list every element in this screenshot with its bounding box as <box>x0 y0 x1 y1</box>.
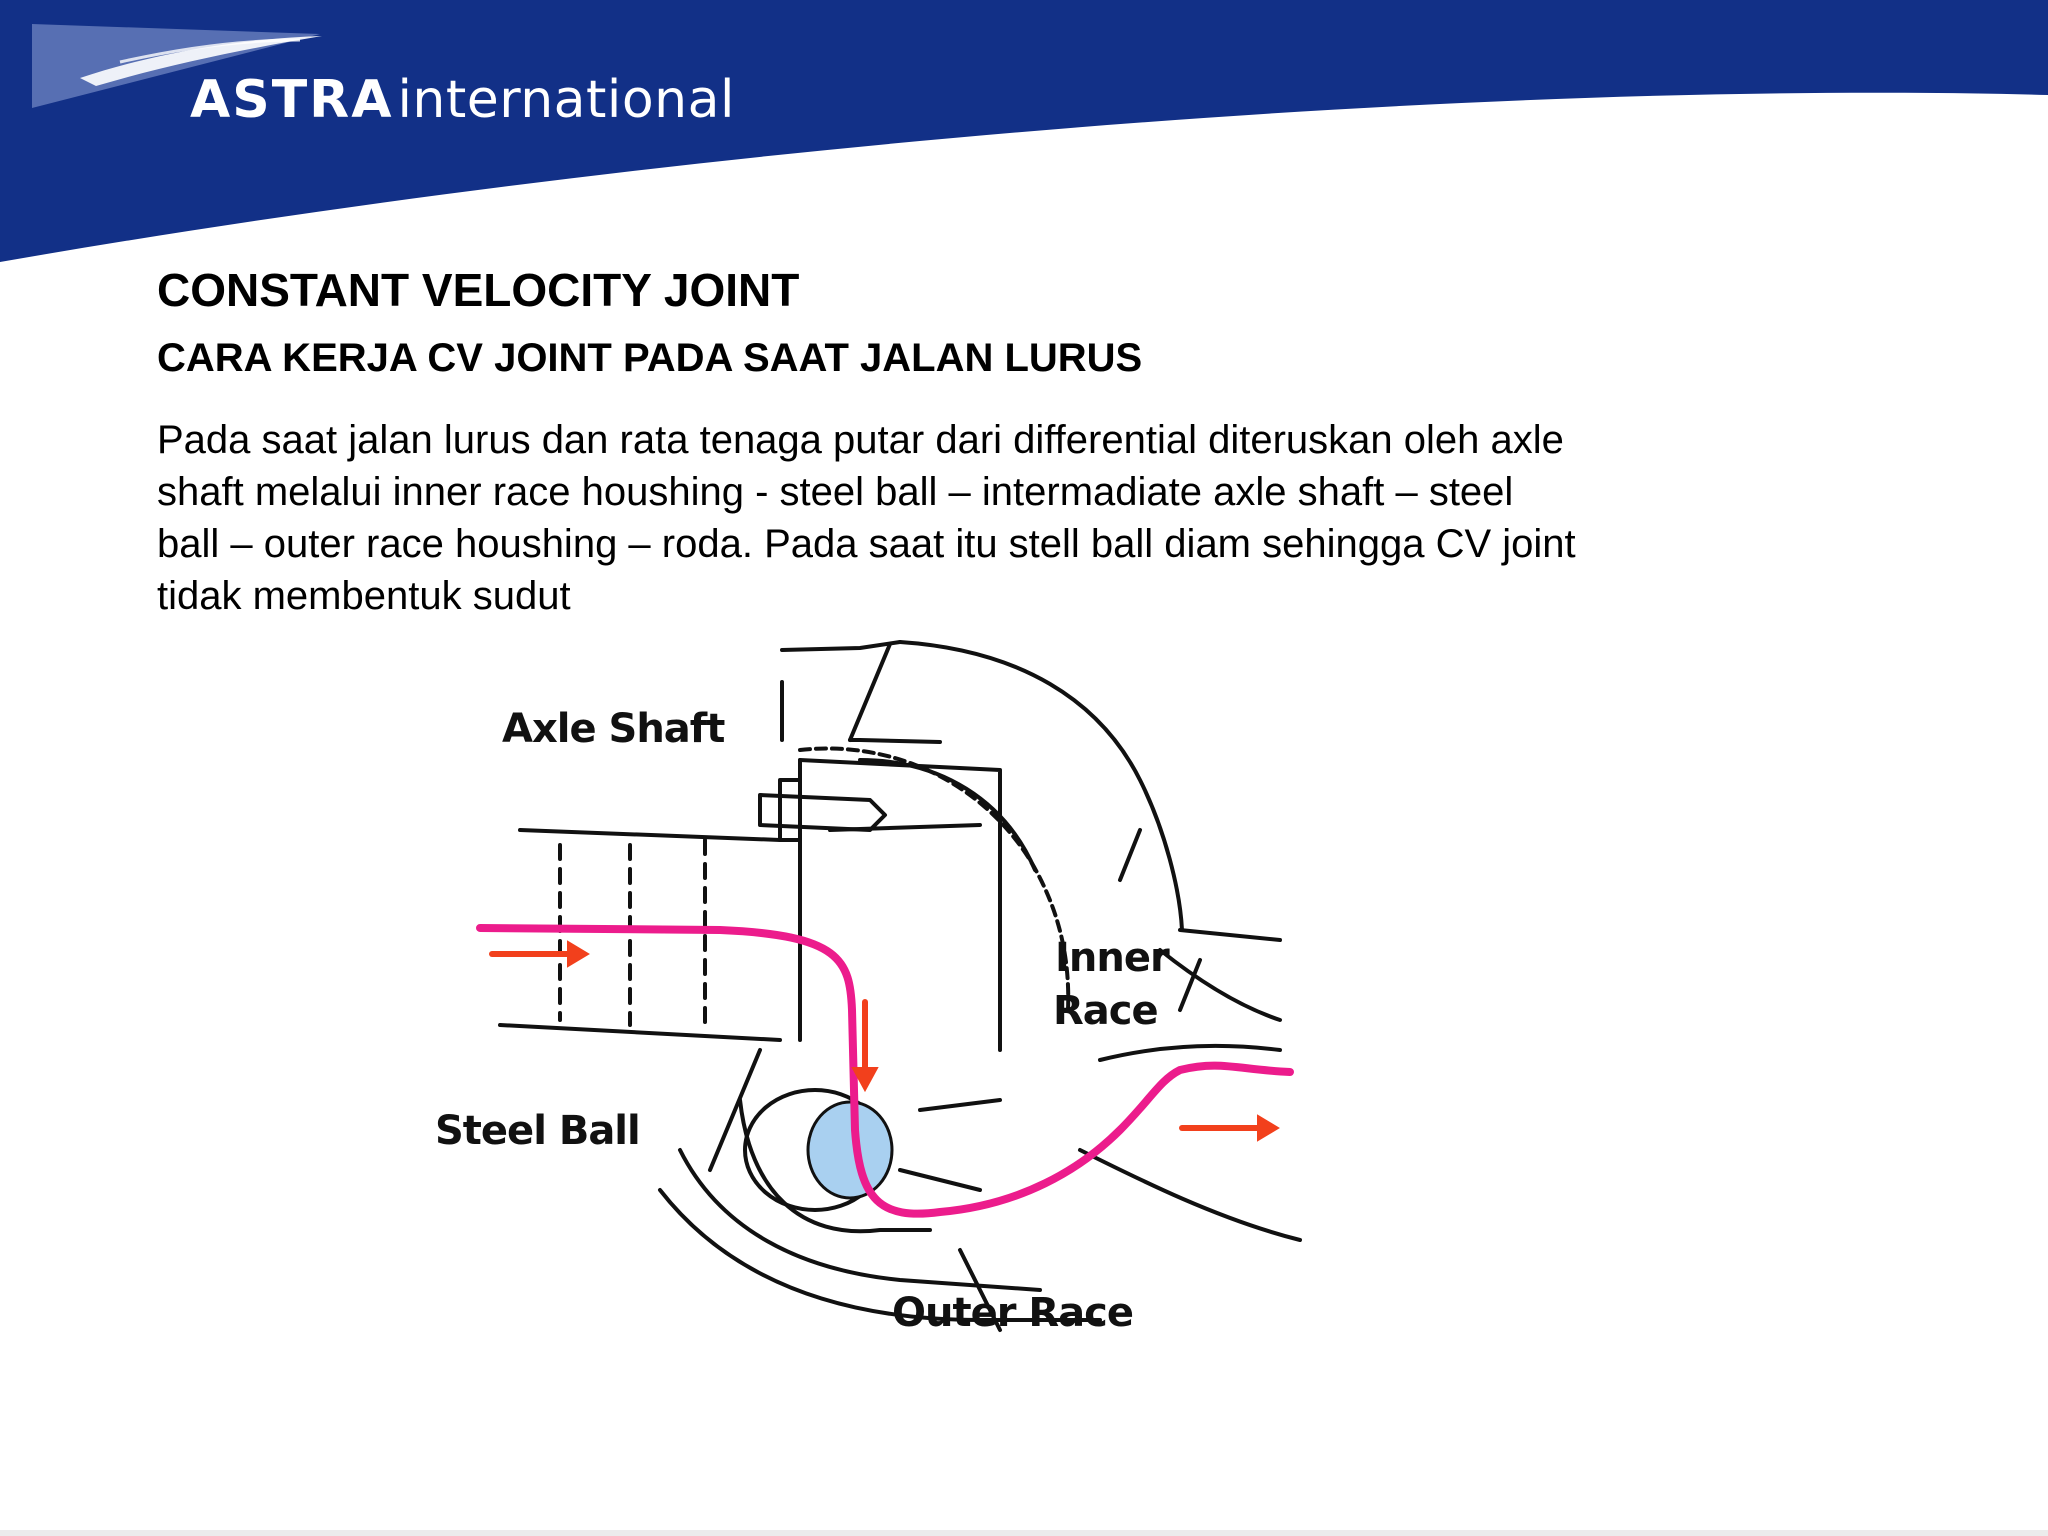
astra-logo-swoosh-icon <box>32 24 322 108</box>
steel-ball-label: Steel Ball <box>435 1108 641 1154</box>
logo-brand: ASTRA <box>190 70 394 130</box>
banner-background <box>0 0 2048 262</box>
slide-title: CONSTANT VELOCITY JOINT <box>157 264 800 316</box>
joint-line-art <box>498 640 1302 1332</box>
inner-race-label-line1: Inner <box>1055 935 1170 981</box>
cv-joint-drawing <box>476 640 1302 1332</box>
astra-logo: ASTRAinternational <box>190 70 735 130</box>
outer-race-label: Outer Race <box>892 1290 1134 1336</box>
inner-race-label-line2: Race <box>1053 988 1159 1034</box>
header-banner <box>0 0 2048 262</box>
direction-arrow-icon <box>489 940 1280 1142</box>
slide-subtitle: CARA KERJA CV JOINT PADA SAAT JALAN LURU… <box>157 336 1143 380</box>
footer-divider <box>0 1530 2048 1536</box>
power-flow-path <box>476 924 1294 1218</box>
cv-joint-diagram: Axle Shaft Inner Race Steel Ball Outer R… <box>420 630 1340 1350</box>
axle-shaft-label: Axle Shaft <box>502 706 725 752</box>
steel-ball-highlight <box>806 1100 894 1200</box>
slide-body: Pada saat jalan lurus dan rata tenaga pu… <box>157 418 1576 618</box>
logo-sub: international <box>397 70 735 130</box>
